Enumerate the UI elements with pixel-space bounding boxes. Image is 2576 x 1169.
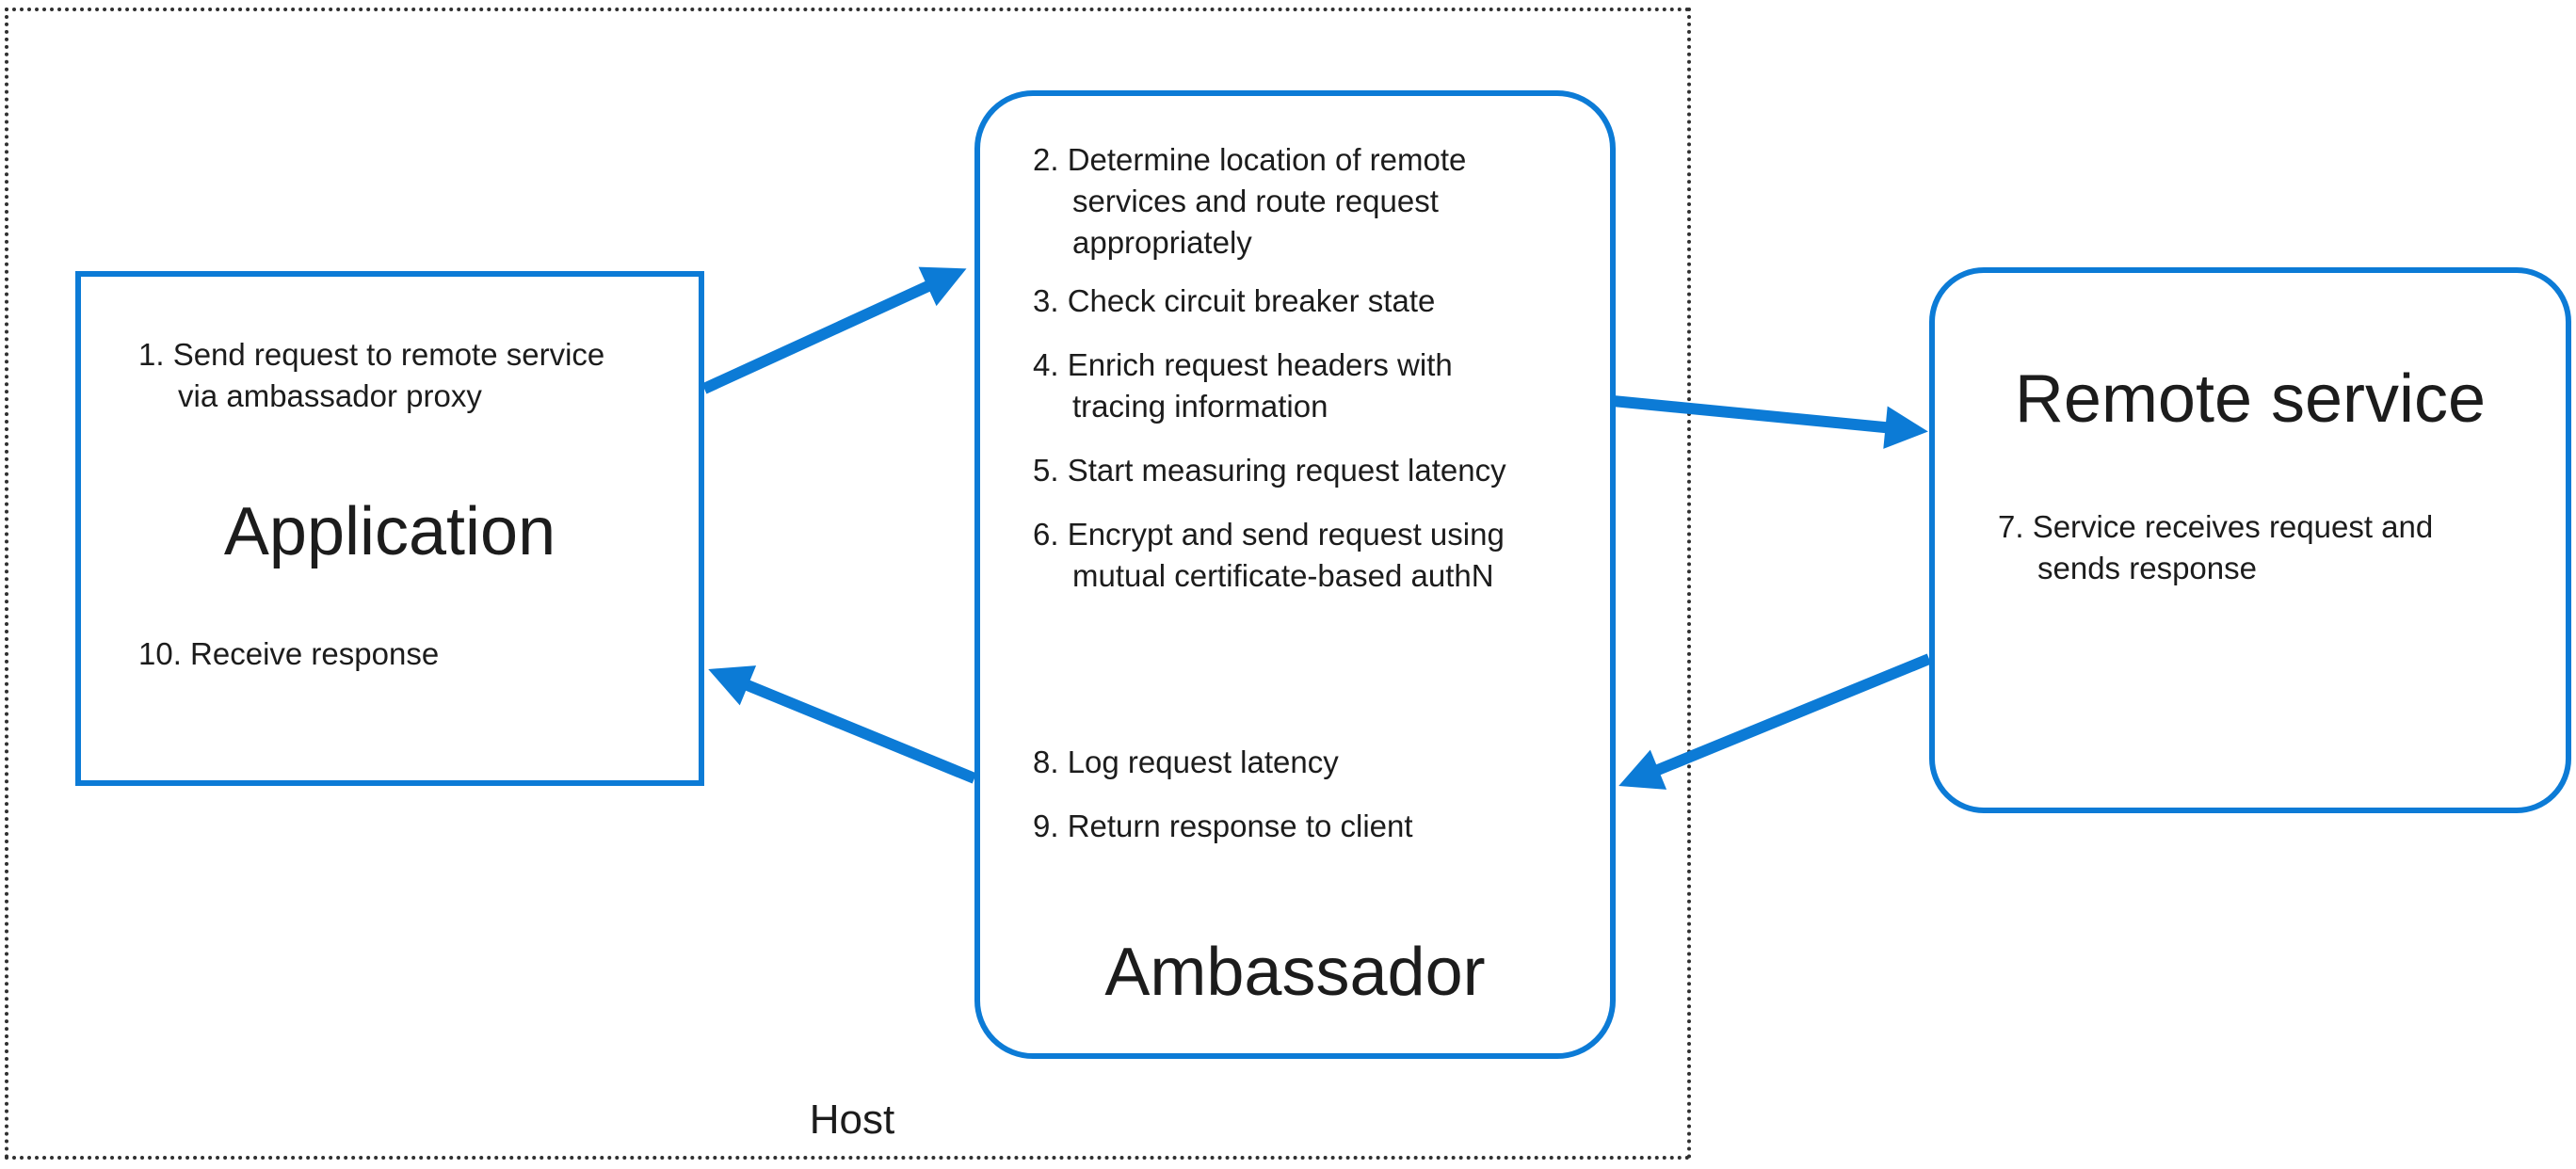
step-9: 9. Return response to client — [1033, 806, 1413, 847]
step-6: 6. Encrypt and send request using mutual… — [1033, 514, 1505, 597]
step-2-line-3: appropriately — [1072, 225, 1252, 260]
step-2-line-2: services and route request — [1072, 184, 1439, 218]
step-8: 8. Log request latency — [1033, 742, 1339, 783]
step-7-line-1: 7. Service receives request and — [1998, 509, 2434, 544]
step-8-line-1: 8. Log request latency — [1033, 745, 1339, 779]
remote-service-title: Remote service — [2014, 361, 2487, 437]
application-box: 1. Send request to remote service via am… — [75, 271, 704, 786]
host-label: Host — [809, 1097, 895, 1143]
step-7: 7. Service receives request and sends re… — [1998, 506, 2433, 589]
step-6-line-1: 6. Encrypt and send request using — [1033, 517, 1505, 552]
application-title: Application — [223, 494, 556, 569]
step-10-line-1: 10. Receive response — [138, 636, 440, 671]
remote-service-box: Remote service 7. Service receives reque… — [1929, 267, 2571, 813]
step-5: 5. Start measuring request latency — [1033, 450, 1506, 491]
step-3-line-1: 3. Check circuit breaker state — [1033, 283, 1436, 318]
step-4-line-1: 4. Enrich request headers with — [1033, 347, 1453, 382]
step-7-line-2: sends response — [2037, 551, 2257, 585]
step-2: 2. Determine location of remote services… — [1033, 139, 1466, 264]
step-6-line-2: mutual certificate-based authN — [1072, 558, 1494, 593]
host-boundary — [5, 8, 1691, 1160]
ambassador-title: Ambassador — [1104, 935, 1486, 1010]
step-1-line-2: via ambassador proxy — [178, 378, 482, 413]
step-4-line-2: tracing information — [1072, 389, 1328, 424]
step-10: 10. Receive response — [138, 633, 439, 675]
step-1: 1. Send request to remote service via am… — [138, 334, 604, 417]
step-3: 3. Check circuit breaker state — [1033, 280, 1435, 322]
step-1-line-1: 1. Send request to remote service — [138, 337, 605, 372]
step-5-line-1: 5. Start measuring request latency — [1033, 453, 1506, 488]
ambassador-box: 2. Determine location of remote services… — [974, 90, 1616, 1059]
step-4: 4. Enrich request headers with tracing i… — [1033, 344, 1453, 427]
step-2-line-1: 2. Determine location of remote — [1033, 142, 1467, 177]
step-9-line-1: 9. Return response to client — [1033, 809, 1413, 843]
